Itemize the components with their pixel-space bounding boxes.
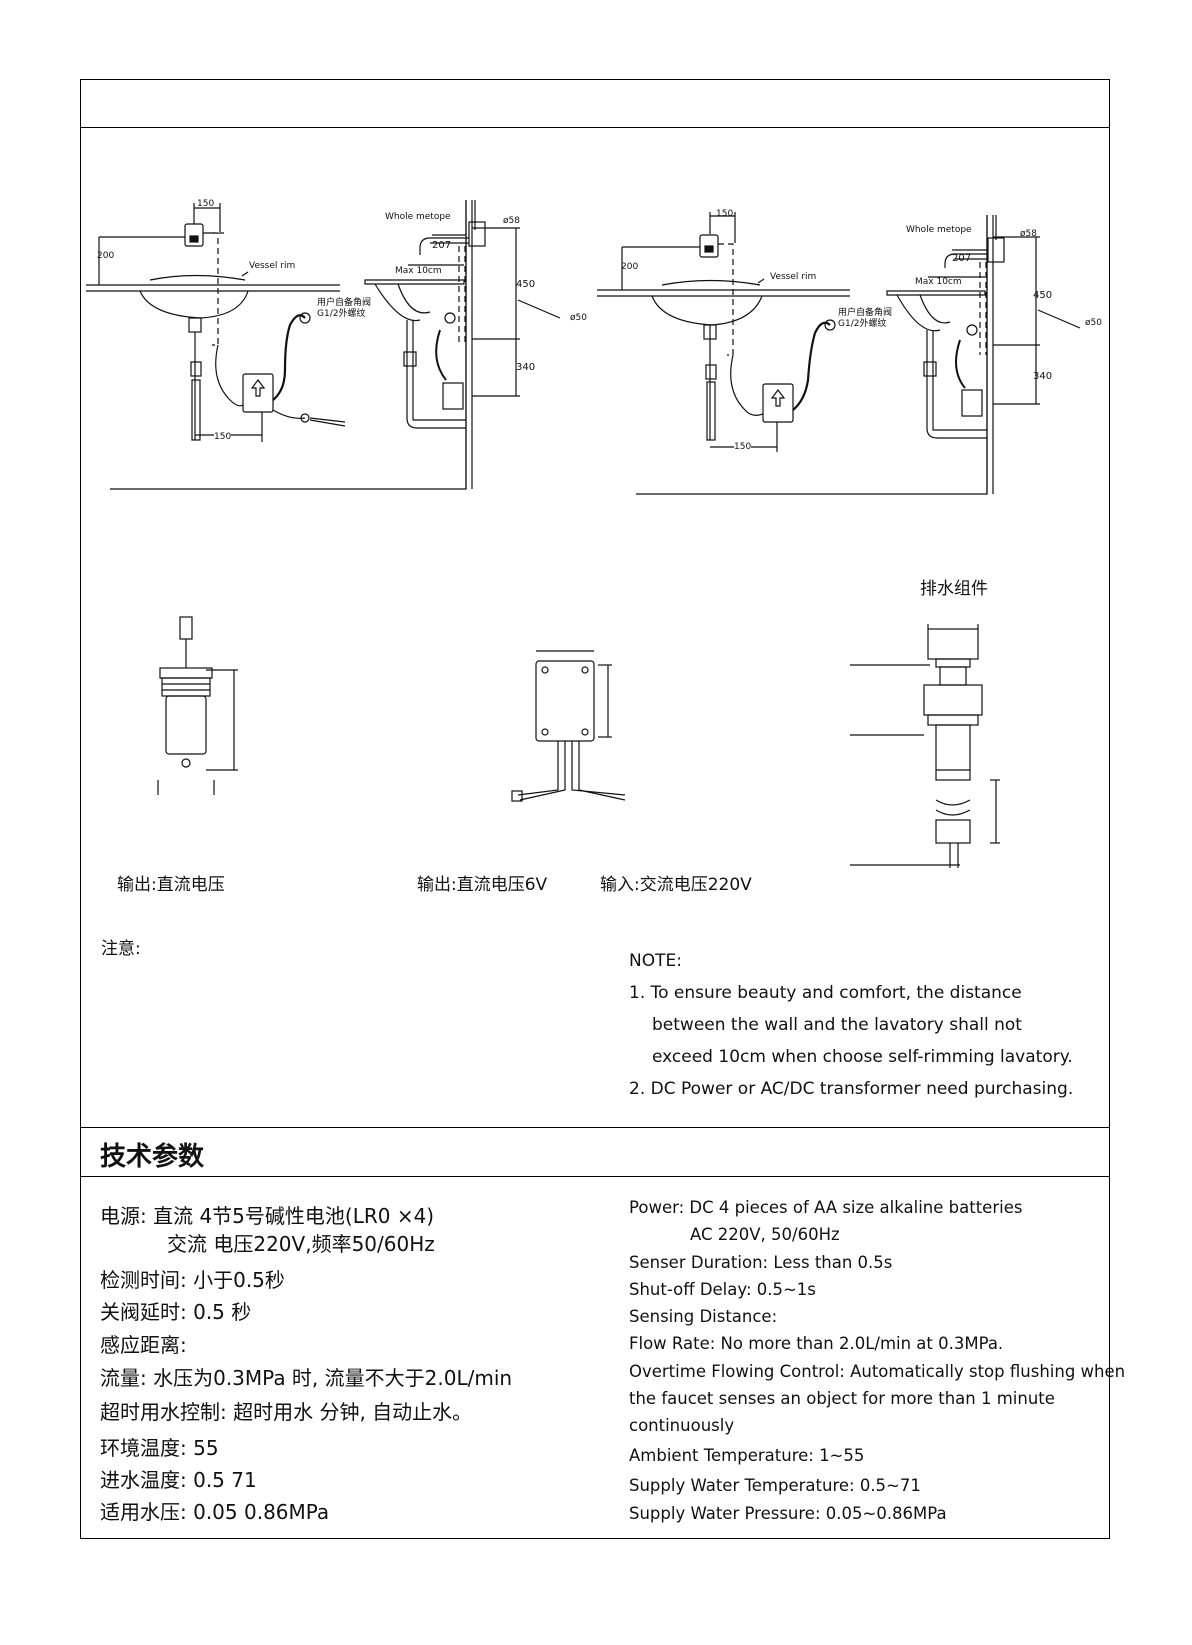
header-divider <box>80 127 1110 128</box>
solenoid-drawing <box>157 616 238 795</box>
whole-metope-label: Whole metope <box>906 225 972 235</box>
specs-divider-top <box>80 1127 1110 1128</box>
spec-zh-water-temp: 进水温度: 0.5 71 <box>100 1468 257 1492</box>
spec-en-water-temp: Supply Water Temperature: 0.5~71 <box>629 1476 921 1495</box>
dim-58: ø58 <box>1020 229 1037 239</box>
dim-450: 450 <box>516 279 536 290</box>
spec-en-power: Power: DC 4 pieces of AA size alkaline b… <box>629 1198 1023 1217</box>
spec-en-overtime-1: Overtime Flowing Control: Automatically … <box>629 1362 1126 1381</box>
transformer-drawing <box>511 650 626 802</box>
left-installation-diagram <box>86 200 561 490</box>
caption-input-220v: 输入:交流电压220V <box>600 875 752 895</box>
dim-150-top: 150 <box>197 199 215 209</box>
spec-zh-power: 电源: 直流 4节5号碱性电池(LR0 ×4) <box>100 1204 435 1228</box>
dim-207: 207 <box>432 240 452 251</box>
spec-en-flow: Flow Rate: No more than 2.0L/min at 0.3M… <box>629 1334 1004 1353</box>
spec-zh-ambient: 环境温度: 55 <box>100 1436 219 1460</box>
vessel-rim-label: Vessel rim <box>770 272 817 282</box>
caption-output-6v: 输出:直流电压6V <box>417 875 548 895</box>
spec-en-delay: Shut-off Delay: 0.5~1s <box>629 1280 816 1299</box>
spec-zh-pressure: 适用水压: 0.05 0.86MPa <box>100 1500 330 1524</box>
spec-zh-flow: 流量: 水压为0.3MPa 时, 流量不大于2.0L/min <box>100 1366 513 1390</box>
note-line-3: exceed 10cm when choose self-rimming lav… <box>652 1047 1073 1067</box>
dim-207: 207 <box>952 253 972 264</box>
dim-150-bottom: 150 <box>734 442 752 452</box>
spec-en-duration: Senser Duration: Less than 0.5s <box>629 1253 893 1272</box>
dim-150-bottom: 150 <box>214 432 232 442</box>
dim-450: 450 <box>1033 290 1053 301</box>
whole-metope-label: Whole metope <box>385 212 451 222</box>
dim-150-top: 150 <box>716 209 734 219</box>
dim-340: 340 <box>1033 371 1053 382</box>
spec-zh-ac: 交流 电压220V,频率50/60Hz <box>167 1232 435 1256</box>
spec-en-overtime-3: continuously <box>629 1416 735 1435</box>
valve-note-2: G1/2外螺纹 <box>317 309 366 319</box>
vessel-rim-label: Vessel rim <box>249 261 296 271</box>
dim-340: 340 <box>516 362 536 373</box>
spec-en-ac: AC 220V, 50/60Hz <box>690 1225 840 1244</box>
note-title-zh: 注意: <box>101 939 141 959</box>
valve-note-1: 用户自备角阀 <box>317 298 372 308</box>
dim-50: ø50 <box>570 313 587 323</box>
specs-title: 技术参数 <box>100 1142 205 1172</box>
drain-assembly-label: 排水组件 <box>920 579 988 599</box>
spec-en-ambient: Ambient Temperature: 1~55 <box>629 1446 865 1465</box>
dim-200: 200 <box>97 251 115 261</box>
caption-output-dc: 输出:直流电压 <box>117 875 225 895</box>
specs-divider-bottom <box>80 1176 1110 1177</box>
spec-en-pressure: Supply Water Pressure: 0.05~0.86MPa <box>629 1504 947 1523</box>
spec-en-overtime-2: the faucet senses an object for more tha… <box>629 1389 1055 1408</box>
spec-zh-delay: 关阀延时: 0.5 秒 <box>100 1300 252 1324</box>
max-10cm-label: Max 10cm <box>915 277 962 287</box>
page-frame <box>80 79 1110 1539</box>
dim-200: 200 <box>621 262 639 272</box>
note-line-1: 1. To ensure beauty and comfort, the dis… <box>629 983 1022 1003</box>
note-line-2: between the wall and the lavatory shall … <box>652 1015 1022 1035</box>
valve-note-1: 用户自备角阀 <box>838 308 893 318</box>
note-line-4: 2. DC Power or AC/DC transformer need pu… <box>629 1079 1074 1099</box>
valve-note-2: G1/2外螺纹 <box>838 319 887 329</box>
spec-zh-distance: 感应距离: <box>100 1333 187 1357</box>
max-10cm-label: Max 10cm <box>395 266 442 276</box>
dim-50: ø50 <box>1085 318 1102 328</box>
installation-drawing <box>86 200 1081 868</box>
drain-drawing <box>850 624 1000 868</box>
note-title-en: NOTE: <box>629 951 682 971</box>
right-installation-diagram <box>597 212 1081 495</box>
spec-zh-detect: 检测时间: 小于0.5秒 <box>100 1268 285 1292</box>
spec-zh-overtime: 超时用水控制: 超时用水 分钟, 自动止水。 <box>100 1400 473 1424</box>
spec-en-distance: Sensing Distance: <box>629 1307 778 1326</box>
dim-58: ø58 <box>503 216 520 226</box>
